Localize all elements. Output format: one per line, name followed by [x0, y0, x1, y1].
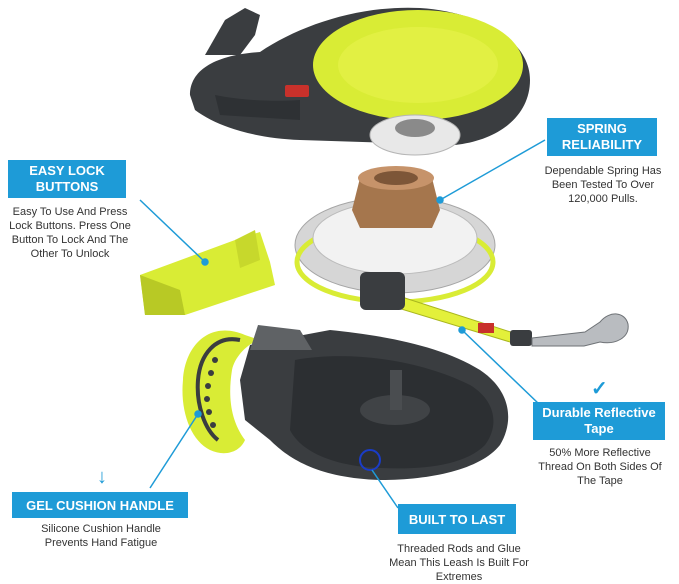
reflective-tape-title: Durable Reflective Tape — [533, 402, 665, 440]
reflective-tape-callout: ✓ Durable Reflective Tape 50% More Refle… — [533, 378, 679, 490]
callout-lines — [139, 139, 546, 509]
gel-handle-title: GEL CUSHION HANDLE — [12, 492, 188, 518]
built-to-last-callout: BUILT TO LAST Threaded Rods and Glue Mea… — [386, 504, 546, 583]
spring-reel — [294, 166, 496, 305]
built-to-last-text: Threaded Rods and Glue Mean This Leash I… — [389, 543, 529, 583]
easy-lock-callout: EASY LOCK BUTTONS Easy To Use And Press … — [0, 160, 172, 260]
leash-tape-clip — [360, 272, 629, 347]
gel-handle — [182, 325, 312, 454]
spring-reliability-callout: SPRING RELIABILITY Dependable Spring Has… — [535, 118, 679, 208]
spring-reliability-text: Dependable Spring Has Been Tested To Ove… — [544, 165, 662, 205]
spring-reliability-title: SPRING RELIABILITY — [547, 118, 657, 156]
reflective-tape-text: 50% More Reflective Thread On Both Sides… — [538, 447, 662, 487]
gel-handle-text: Silicone Cushion Handle Prevents Hand Fa… — [41, 523, 161, 549]
lock-buttons-part — [140, 230, 275, 315]
built-to-last-title: BUILT TO LAST — [398, 504, 516, 534]
bottom-housing — [240, 330, 509, 480]
easy-lock-title: EASY LOCK BUTTONS — [8, 160, 126, 198]
spring-cap — [369, 114, 461, 156]
gel-handle-callout: ↓ GEL CUSHION HANDLE Silicone Cushion Ha… — [12, 466, 202, 550]
easy-lock-text: Easy To Use And Press Lock Buttons. Pres… — [9, 206, 131, 260]
down-arrow-icon: ↓ — [97, 466, 107, 488]
top-cover — [190, 7, 530, 146]
check-arrow-icon: ✓ — [591, 378, 608, 400]
